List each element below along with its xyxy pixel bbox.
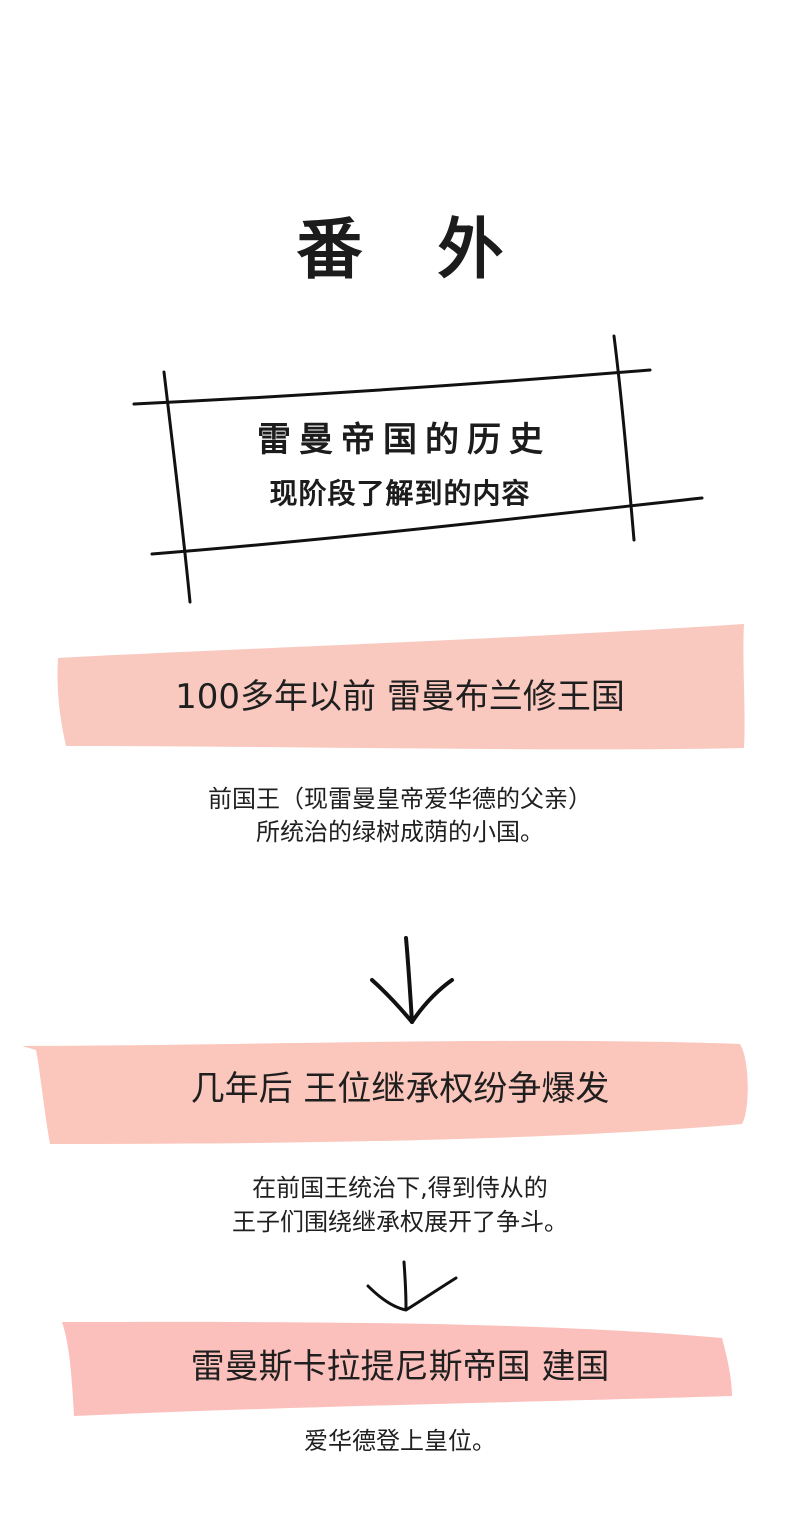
section-2-desc-line-2: 王子们围绕继承权展开了争斗。 xyxy=(232,1208,568,1236)
banner-1-shape xyxy=(57,624,745,750)
section-1-heading: 100多年以前 雷曼布兰修王国 xyxy=(175,677,625,717)
section-3-heading: 雷曼斯卡拉提尼斯帝国 建国 xyxy=(190,1347,610,1387)
section-1-desc-line-2: 所统治的绿树成荫的小国。 xyxy=(256,818,544,846)
page-title: 番 外 xyxy=(296,211,530,288)
banner-3-shape xyxy=(62,1321,732,1416)
intro-frame xyxy=(132,334,704,604)
intro-line-1: 雷曼帝国的历史 xyxy=(257,420,551,460)
section-3-desc-line-1: 爱华德登上皇位。 xyxy=(304,1427,496,1455)
banner-2-shape xyxy=(22,1040,748,1144)
section-1-desc-line-1: 前国王（现雷曼皇帝爱华德的父亲） xyxy=(208,785,592,813)
section-2-desc-line-1: 在前国王统治下,得到侍从的 xyxy=(252,1174,548,1202)
section-2-heading: 几年后 王位继承权纷争爆发 xyxy=(190,1069,610,1109)
intro-line-2: 现阶段了解到的内容 xyxy=(269,477,531,510)
